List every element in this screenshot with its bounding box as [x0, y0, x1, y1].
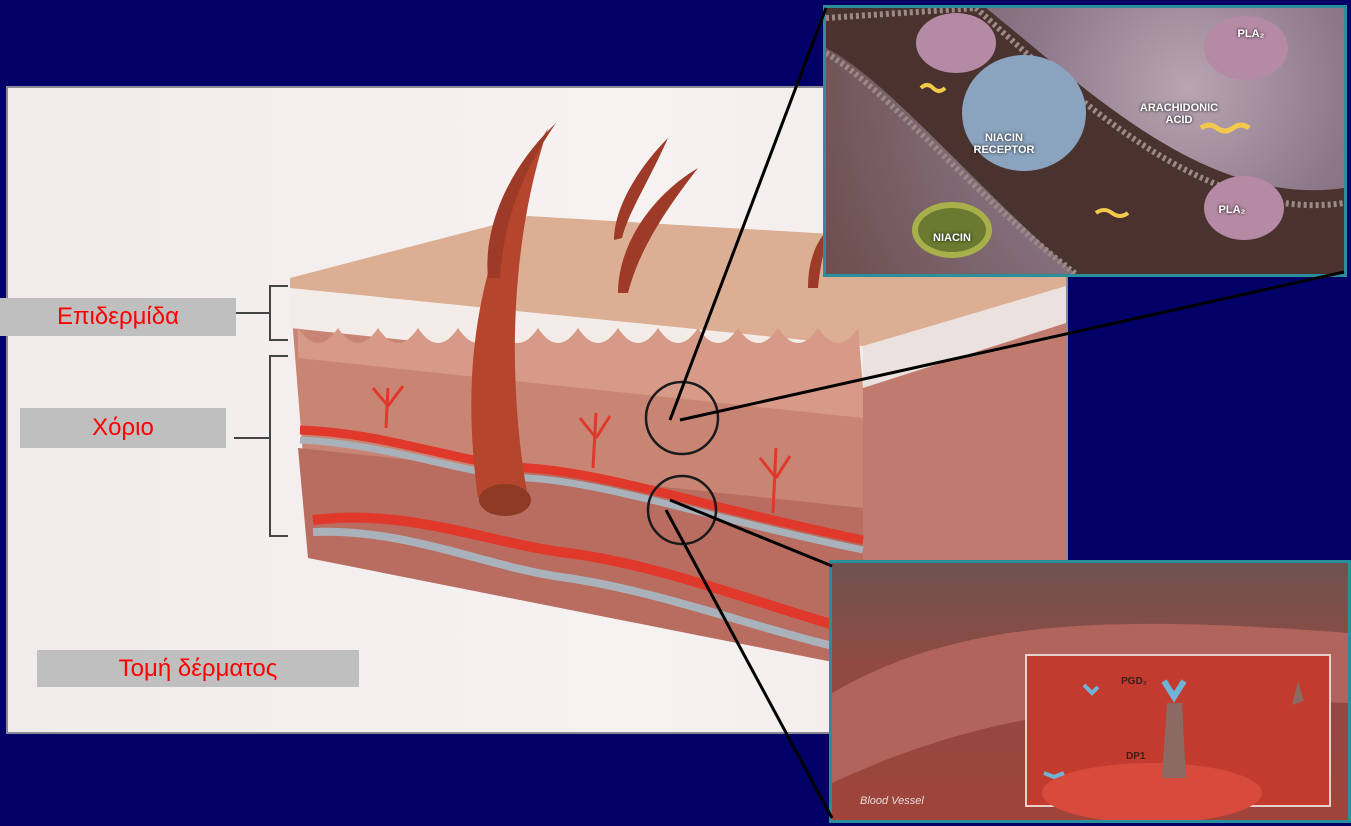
membrane-illustration	[826, 8, 1344, 274]
niacin-label: NIACIN	[924, 232, 980, 244]
niacin-receptor-label-line2: RECEPTOR	[968, 144, 1040, 156]
pgd2-label: PGD₂	[1121, 676, 1147, 687]
blood-vessel-illustration	[832, 563, 1348, 820]
dp1-label: DP1	[1126, 751, 1145, 762]
arachidonic-acid-label-line2: ACID	[1134, 114, 1224, 126]
epidermis-bracket	[234, 286, 288, 340]
blood-vessel-inset: PGD₂ DP1 Blood Vessel	[832, 563, 1348, 820]
membrane-inset: NIACIN RECEPTOR NIACIN ARACHIDONIC ACID …	[826, 8, 1344, 274]
arachidonic-acid-label: ARACHIDONIC ACID	[1134, 102, 1224, 126]
niacin-receptor-label-line1: NIACIN	[968, 132, 1040, 144]
epidermis-label: Επιδερμίδα	[0, 298, 236, 336]
pla2-top-shape	[1204, 16, 1288, 80]
hair-bulb	[479, 484, 531, 516]
pla2-label-bottom: PLA₂	[1212, 204, 1252, 216]
pla2-label-top: PLA₂	[1231, 28, 1271, 40]
dermis-bracket	[234, 356, 288, 536]
skin-section-label: Τομή δέρματος	[37, 650, 359, 687]
enzyme-shape	[916, 13, 996, 73]
blood-vessel-label: Blood Vessel	[860, 795, 924, 807]
niacin-receptor-label: NIACIN RECEPTOR	[968, 132, 1040, 156]
dermis-label: Χόριο	[20, 408, 226, 448]
arachidonic-acid-label-line1: ARACHIDONIC	[1134, 102, 1224, 114]
